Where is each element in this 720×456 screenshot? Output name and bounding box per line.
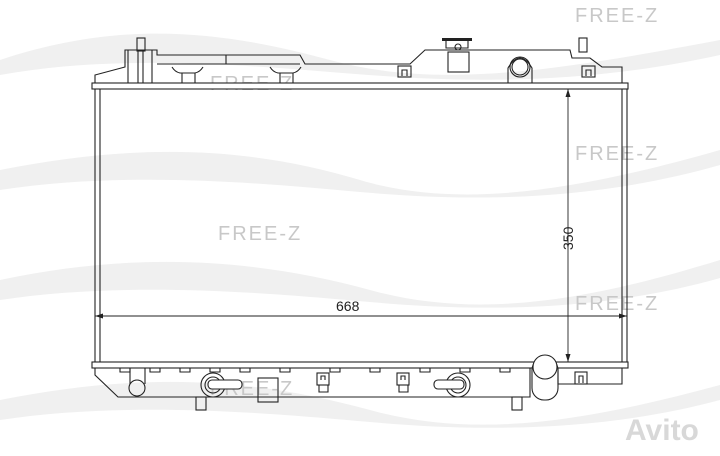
dimension-width: 668	[95, 298, 627, 319]
radiator-core	[94, 89, 628, 362]
width-dimension-label: 668	[336, 298, 360, 314]
top-tank	[91, 37, 629, 90]
watermark-brand: FREE-Z	[575, 5, 659, 27]
height-dimension-label: 350	[560, 226, 576, 250]
background-waves	[0, 33, 720, 428]
bottom-tank	[91, 354, 629, 411]
watermark-brand: FREE-Z	[218, 223, 302, 245]
dimension-height: 350	[560, 89, 576, 362]
watermark-avito: Avito	[625, 414, 699, 447]
watermarks: FREE-Z FREE-Z FREE-Z FREE-Z FREE-Z FREE-…	[210, 5, 699, 447]
watermark-brand: FREE-Z	[575, 293, 659, 315]
watermark-brand: FREE-Z	[575, 143, 659, 165]
